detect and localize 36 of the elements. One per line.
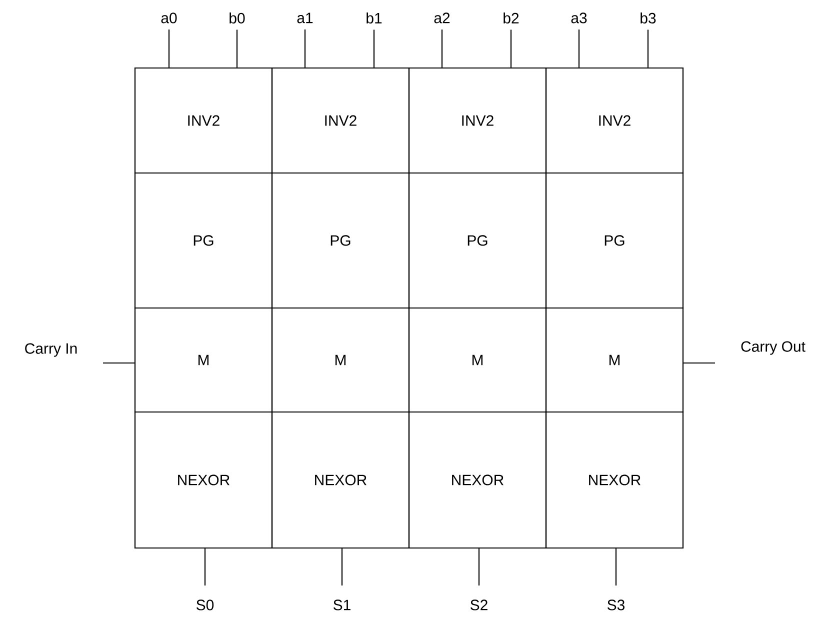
pin-label: S0	[196, 600, 214, 610]
cell-box: PG	[408, 172, 547, 309]
cell-box: M	[134, 307, 273, 413]
pin-label: a0	[161, 12, 177, 24]
cell-box: M	[408, 307, 547, 413]
cell-box: PG	[271, 172, 410, 309]
pin-label: b0	[230, 12, 245, 24]
pin-label: a3	[571, 12, 587, 24]
cell-box: INV2	[134, 67, 273, 174]
pin-label: S2	[470, 600, 488, 610]
cell-box: NEXOR	[134, 411, 273, 549]
cell-box: INV2	[408, 67, 547, 174]
cell-box: NEXOR	[271, 411, 410, 549]
connector-line	[204, 548, 206, 586]
cell-box: M	[545, 307, 684, 413]
cell-box: NEXOR	[545, 411, 684, 549]
connector-line	[615, 548, 617, 586]
cell-box: INV2	[545, 67, 684, 174]
pin-label: a1	[297, 12, 313, 24]
cell-box: M	[271, 307, 410, 413]
pin-label: S3	[608, 600, 625, 610]
cell-box: PG	[545, 172, 684, 309]
pin-label: Carry In	[25, 343, 77, 357]
cell-box: PG	[134, 172, 273, 309]
connector-line	[341, 548, 343, 586]
cell-box: NEXOR	[408, 411, 547, 549]
pin-label: b2	[504, 12, 519, 24]
pin-label: a2	[434, 12, 450, 24]
connector-line	[103, 362, 134, 364]
connector-line	[684, 362, 715, 364]
pin-label: b3	[640, 12, 656, 24]
pin-label: S1	[334, 600, 350, 610]
connector-line	[478, 548, 480, 586]
pin-label: Carry Out	[741, 341, 806, 355]
cell-box: INV2	[271, 67, 410, 174]
pin-label: b1	[366, 12, 382, 24]
